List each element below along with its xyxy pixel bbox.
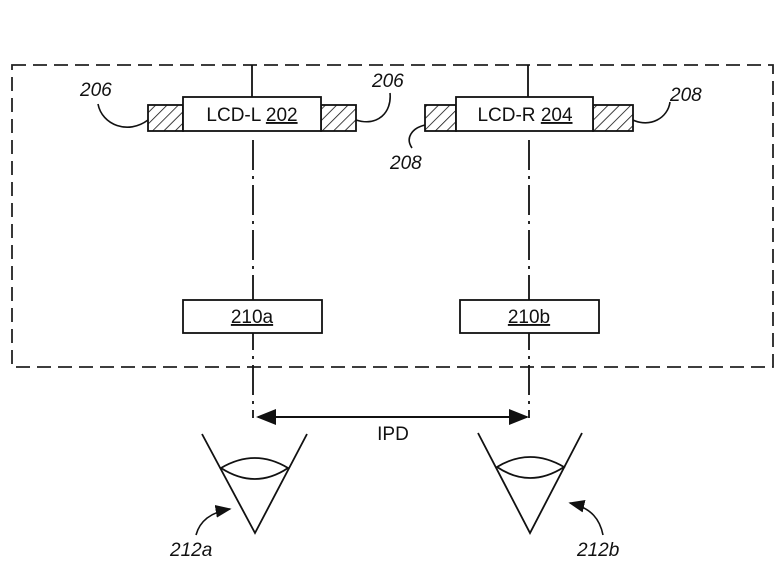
- lcd-right-ref: 204: [541, 105, 573, 126]
- lens-left-label: 210a: [231, 307, 274, 328]
- eye-leader-arrows: [195, 499, 604, 536]
- lens-right-label: 210b: [508, 307, 550, 328]
- lcd-left-label: LCD-L 202: [206, 105, 297, 126]
- lens-right-box: [459, 299, 600, 334]
- hatch-block-left-b: [320, 104, 357, 132]
- hatch-block-right-a: [424, 104, 457, 132]
- label-206-left: 206: [79, 80, 112, 101]
- lcd-left-ref: 202: [266, 105, 298, 126]
- optical-axis-left: [251, 65, 254, 418]
- leader-lines: [97, 92, 671, 149]
- label-208-right: 208: [669, 85, 702, 106]
- optical-axis-right: [527, 65, 530, 418]
- lens-left-box: [182, 299, 323, 334]
- lcd-left-box: [182, 96, 322, 132]
- lcd-right-label: LCD-R 204: [477, 105, 572, 126]
- lcd-right-box: [455, 96, 594, 132]
- hatch-block-right-b: [592, 104, 634, 132]
- hatch-block-left-a: [147, 104, 184, 132]
- lcd-left-name: LCD-L: [206, 105, 260, 126]
- label-212b: 212b: [576, 540, 619, 561]
- label-206-right: 206: [371, 71, 404, 92]
- lcd-right-name: LCD-R: [477, 105, 535, 126]
- eye-right: [477, 432, 583, 535]
- eye-left: [201, 433, 308, 535]
- label-208-left: 208: [389, 153, 422, 174]
- housing-outline: [11, 64, 774, 368]
- ipd-label: IPD: [377, 424, 409, 445]
- label-212a: 212a: [169, 540, 212, 561]
